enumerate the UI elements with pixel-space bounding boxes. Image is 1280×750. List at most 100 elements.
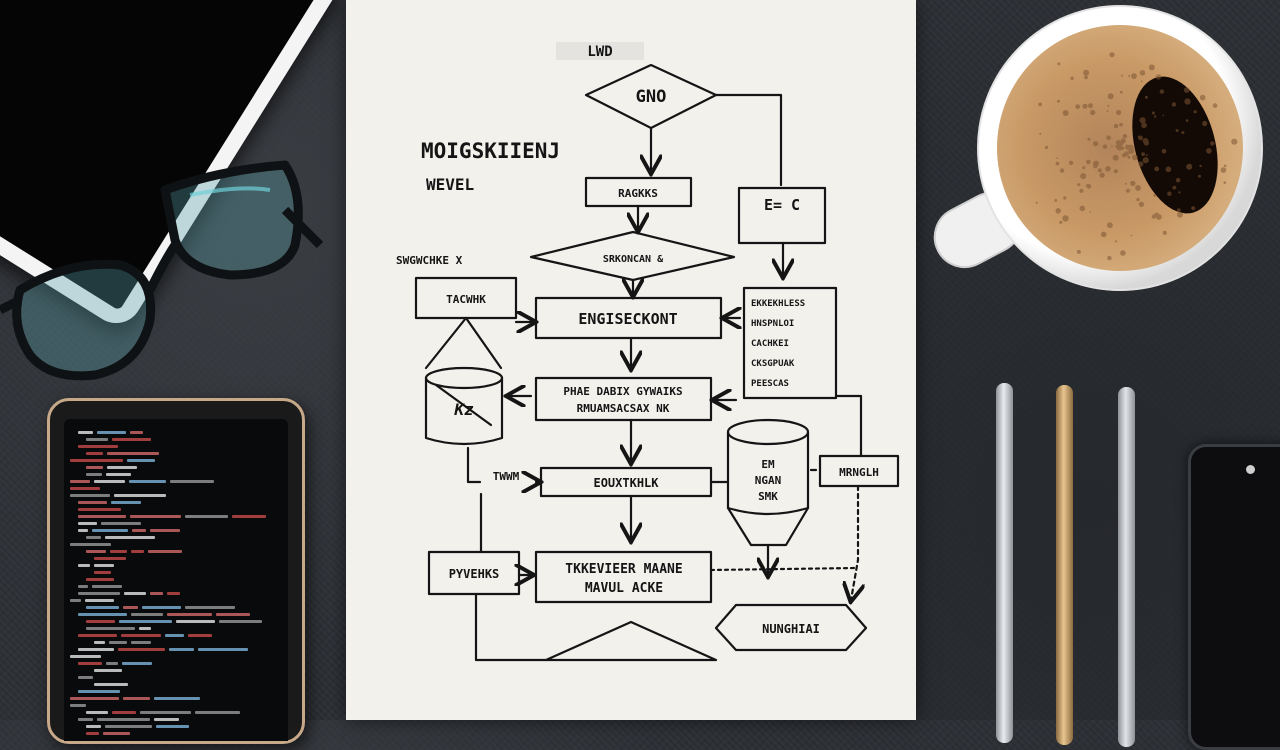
crema-bubble	[1124, 151, 1129, 157]
code-line	[86, 606, 119, 609]
crema-bubble	[1191, 206, 1196, 211]
code-line	[176, 620, 215, 623]
code-line	[165, 634, 184, 637]
code-line	[216, 613, 250, 616]
crema-bubble	[1079, 205, 1086, 212]
crema-bubble	[1035, 201, 1038, 204]
bottom-line-1: TKKEVIEER MAANE	[565, 562, 682, 577]
code-line	[78, 431, 93, 434]
code-line	[232, 515, 266, 518]
crema-bubble	[1122, 134, 1128, 139]
crema-bubble	[1106, 110, 1109, 113]
code-line	[188, 634, 212, 637]
crema-bubble	[1080, 173, 1087, 180]
crema-bubble	[1113, 123, 1119, 129]
code-line	[112, 711, 136, 714]
code-line	[94, 480, 125, 483]
bottom-triangle	[544, 620, 718, 662]
silver-pen-2	[1118, 387, 1135, 747]
crema-bubble	[1135, 185, 1141, 191]
eyeglasses	[0, 160, 324, 381]
crema-bubble	[1100, 231, 1107, 238]
code-line	[132, 529, 146, 532]
code-line	[167, 592, 180, 595]
code-line	[118, 648, 165, 651]
crema-bubble	[1141, 122, 1147, 129]
crema-bubble	[1113, 169, 1118, 174]
smartphone-right	[1188, 444, 1280, 750]
crema-bubble	[1055, 161, 1060, 166]
code-line	[169, 648, 194, 651]
crema-bubble	[1171, 102, 1177, 107]
crema-bubble	[1068, 160, 1074, 165]
crema-bubble	[1093, 164, 1098, 169]
code-line	[78, 445, 118, 448]
crema-bubble	[1138, 201, 1144, 207]
code-line	[114, 494, 166, 497]
code-line	[78, 501, 107, 504]
code-screen	[64, 419, 288, 741]
end-label: NUNGHIAI	[762, 622, 820, 636]
code-line	[106, 473, 131, 476]
crema-bubble	[1114, 240, 1117, 243]
crema-bubble	[1121, 74, 1123, 77]
note-line-2: HNSPNLOI	[751, 319, 794, 329]
crema-bubble	[1138, 135, 1143, 141]
crema-bubble	[1162, 230, 1167, 235]
flowchart: LWD GNO RAGKKS E= C SRKONCAN & TACWHK EN…	[396, 42, 900, 662]
crema-bubble	[1165, 166, 1172, 173]
code-line	[130, 431, 143, 434]
crema-bubble	[1086, 159, 1091, 165]
code-line	[78, 515, 126, 518]
code-line	[103, 732, 130, 735]
crema-bubble	[1086, 184, 1090, 188]
code-line	[185, 606, 235, 609]
crema-bubble	[1057, 62, 1061, 66]
code-line	[86, 732, 99, 735]
crema-bubble	[1145, 154, 1148, 157]
code-line	[124, 592, 146, 595]
crema-bubble	[1161, 148, 1167, 154]
code-line	[70, 543, 111, 546]
decision-diamond	[529, 230, 736, 282]
code-line	[70, 487, 100, 490]
right-note	[742, 286, 838, 400]
decision-label: SRKONCAN &	[603, 254, 664, 265]
code-line	[78, 662, 102, 665]
code-line	[122, 662, 152, 665]
note-line-5: PEESCAS	[751, 379, 789, 389]
crema-bubble	[1167, 191, 1172, 196]
crema-bubble	[1151, 111, 1155, 115]
code-line	[110, 550, 127, 553]
crema-bubble	[1172, 185, 1177, 190]
code-line	[94, 669, 122, 672]
code-line	[78, 564, 90, 567]
crema-bubble	[1102, 144, 1108, 149]
crema-bubble	[1062, 110, 1069, 116]
crema-bubble	[1183, 87, 1190, 93]
crema-bubble	[1159, 89, 1165, 94]
crema-bubble	[1144, 95, 1148, 99]
code-line	[78, 690, 120, 693]
bottom-box	[534, 550, 713, 604]
code-line	[94, 683, 128, 686]
crema-bubble	[1125, 144, 1131, 150]
code-line	[86, 473, 102, 476]
crema-bubble	[1093, 141, 1099, 147]
code-line	[78, 634, 117, 637]
note-line-3: CACHKEI	[751, 339, 789, 349]
crema-bubble	[1206, 148, 1212, 154]
code-line	[154, 697, 200, 700]
crema-bubble	[1076, 249, 1081, 254]
crema-bubble	[1177, 211, 1183, 218]
code-line	[131, 550, 144, 553]
code-line	[86, 711, 108, 714]
code-line	[131, 613, 163, 616]
crema-bubble	[1084, 75, 1088, 80]
note-line-1: EKKEKHLESS	[751, 299, 805, 309]
title-line-1: MOIGSKIIENJ	[421, 139, 560, 163]
gold-pen	[1056, 385, 1073, 745]
code-line	[86, 578, 114, 581]
crema-bubble	[1162, 114, 1165, 117]
note-line-4: CKSGPUAK	[751, 359, 795, 369]
